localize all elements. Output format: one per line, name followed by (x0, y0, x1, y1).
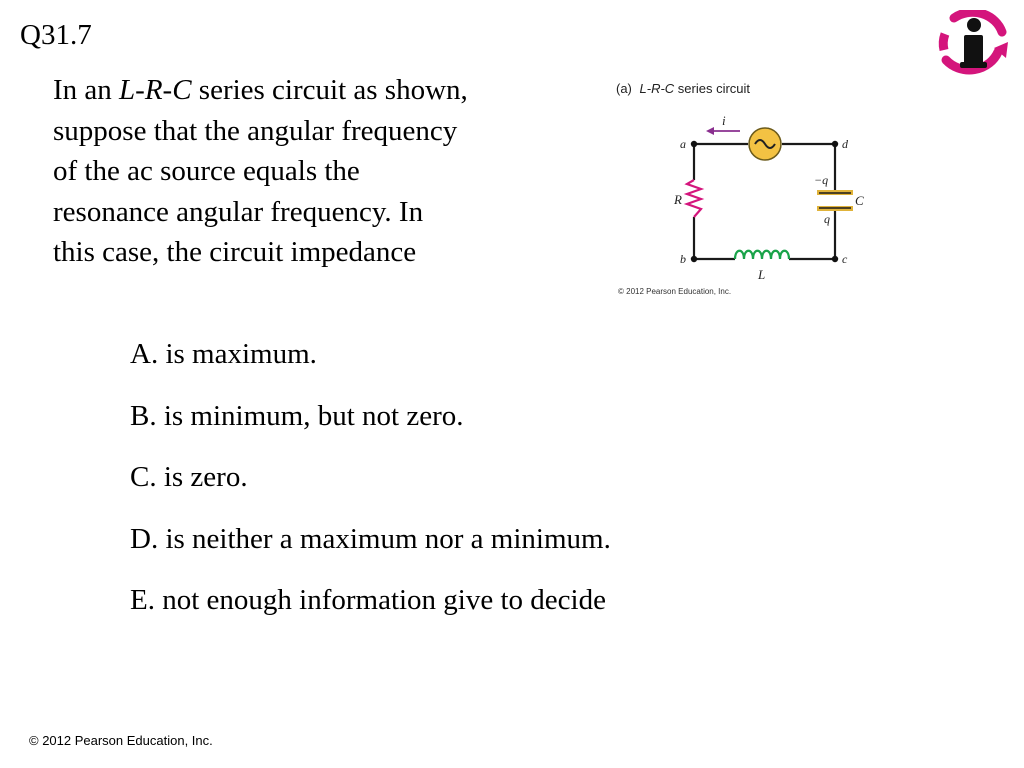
answer-option-b[interactable]: B. is minimum, but not zero. (130, 399, 464, 432)
clicker-info-icon (936, 7, 1010, 78)
charge-bottom-label: q (824, 212, 830, 226)
capacitor-label: C (855, 193, 864, 208)
question-number: Q31.7 (20, 19, 92, 51)
ac-source-icon (748, 127, 782, 161)
answer-options: A. is maximum. B. is minimum, but not ze… (130, 334, 611, 642)
footer-copyright: © 2012 Pearson Education, Inc. (29, 733, 213, 748)
resistor-icon (683, 179, 705, 218)
resistor-label: R (673, 192, 682, 207)
circuit-figure: (a) L-R-C series circuit i R L (610, 74, 870, 304)
figure-copyright: © 2012 Pearson Education, Inc. (618, 287, 731, 296)
circuit-name: L-R-C (119, 74, 192, 106)
inductor-icon (733, 249, 791, 260)
node-dots (690, 140, 839, 263)
answer-option-a[interactable]: A. is maximum. (130, 338, 317, 370)
charge-top-label: −q (814, 173, 828, 187)
circuit-wires (692, 142, 837, 261)
figure-circuit-name: L-R-C (640, 81, 675, 96)
current-arrow-icon (706, 127, 740, 135)
node-a-label: a (680, 137, 686, 151)
answer-option-d[interactable]: D. is neither a maximum nor a minimum. (130, 522, 611, 555)
figure-tag: (a) (616, 81, 632, 96)
figure-caption-text: series circuit (674, 81, 750, 96)
question-line-4: resonance angular frequency. In (53, 195, 424, 228)
node-d-label: d (842, 137, 849, 151)
question-text: In an L-R-C series circuit as shown, sup… (53, 70, 573, 273)
node-c-label: c (842, 252, 848, 266)
inductor-label: L (757, 267, 765, 282)
question-line-3: of the ac source equals the (53, 155, 360, 187)
answer-option-e[interactable]: E. not enough information give to decide (130, 584, 606, 616)
question-line-1: In an L-R-C series circuit as shown, (53, 74, 468, 106)
answer-option-c[interactable]: C. is zero. (130, 461, 248, 493)
svg-text:(a) L-R-C series circuit: (a) L-R-C series circuit (616, 81, 750, 96)
capacitor-icon (817, 190, 853, 211)
question-line-2: suppose that the angular frequency (53, 114, 458, 147)
current-label: i (722, 113, 726, 128)
node-b-label: b (680, 252, 686, 266)
question-line-5: this case, the circuit impedance (53, 236, 417, 268)
